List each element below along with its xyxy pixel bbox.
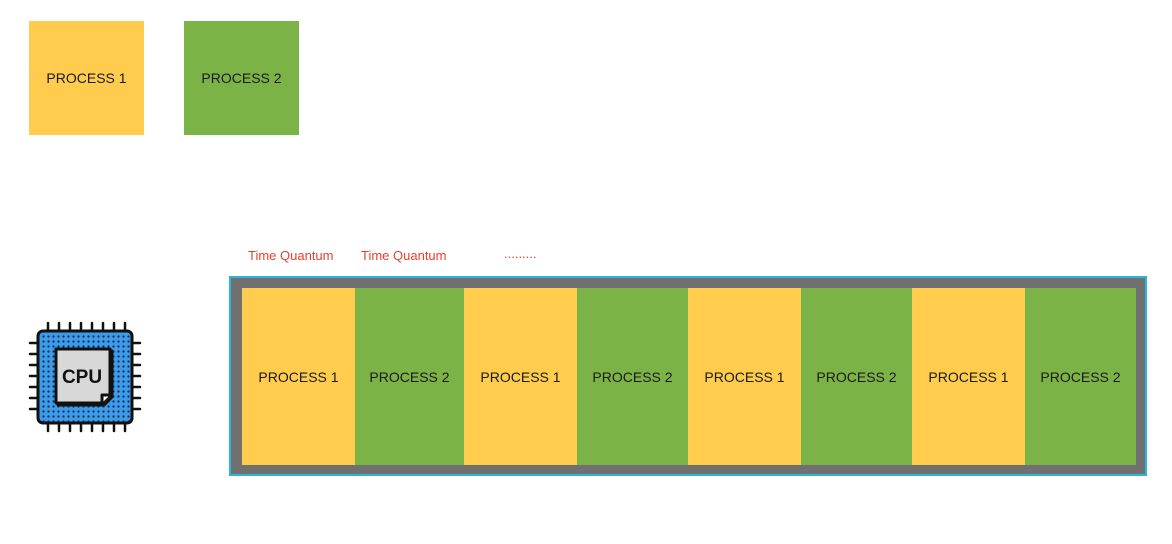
timeline-slot-label: PROCESS 1 [258,368,339,385]
cpu-timeline-frame: PROCESS 1 PROCESS 2 PROCESS 1 PROCESS 2 PROC… [229,276,1147,476]
timeline-slot-label: PROCESS 2 [1040,368,1121,385]
cpu-label: CPU [62,367,102,388]
time-quantum-label-1: Time Quantum [248,248,334,263]
time-quantum-ellipsis: ......... [504,246,537,261]
timeline-slot-4: PROCESS 2 [577,288,688,465]
legend-process-1: PROCESS 1 [29,21,144,135]
timeline-slot-2: PROCESS 2 [355,288,464,465]
legend-process-2: PROCESS 2 [184,21,299,135]
timeline-slot-label: PROCESS 1 [704,368,785,385]
cpu-chip-icon: CPU [28,321,142,433]
legend-process-2-label: PROCESS 2 [201,70,282,86]
cpu-timeline-track: PROCESS 1 PROCESS 2 PROCESS 1 PROCESS 2 PROC… [242,288,1136,465]
timeline-slot-label: PROCESS 2 [369,368,450,385]
timeline-slot-7: PROCESS 1 [912,288,1025,465]
timeline-slot-3: PROCESS 1 [464,288,577,465]
timeline-slot-5: PROCESS 1 [688,288,801,465]
timeline-slot-label: PROCESS 2 [816,368,897,385]
timeline-slot-1: PROCESS 1 [242,288,355,465]
timeline-slot-label: PROCESS 1 [480,368,561,385]
time-quantum-label-2: Time Quantum [361,248,447,263]
timeline-slot-label: PROCESS 1 [928,368,1009,385]
timeline-slot-6: PROCESS 2 [801,288,912,465]
legend-process-1-label: PROCESS 1 [46,70,127,86]
timeline-slot-8: PROCESS 2 [1025,288,1136,465]
timeline-slot-label: PROCESS 2 [592,368,673,385]
